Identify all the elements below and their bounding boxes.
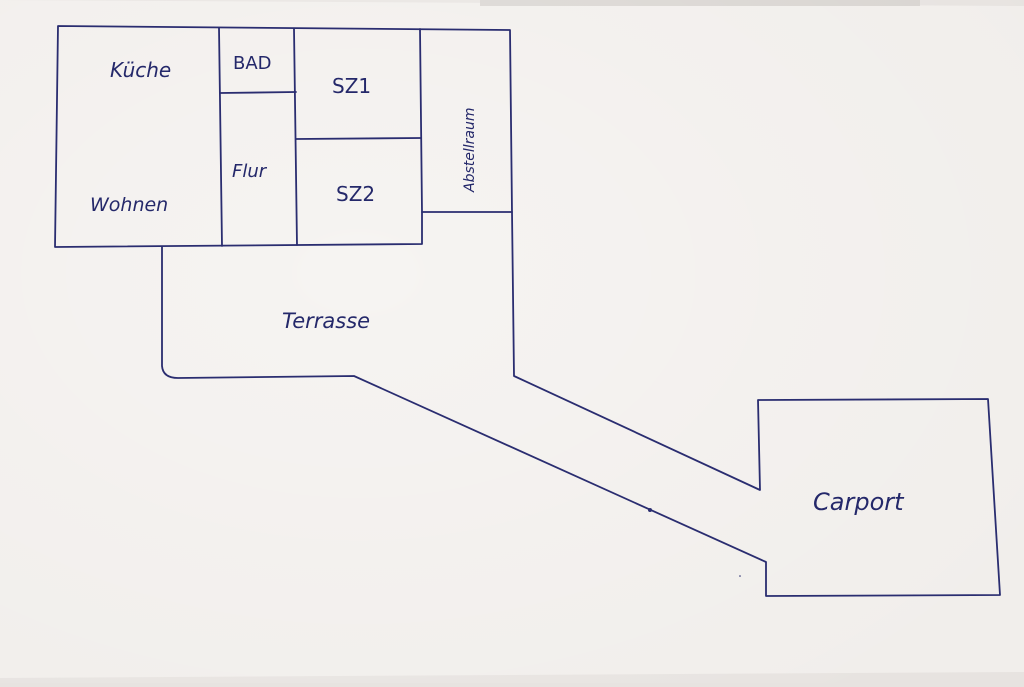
wall-kueche-bad [218, 27, 223, 247]
room-label-kueche: Küche [110, 58, 171, 82]
room-label-abstellraum: Abstellraum [462, 108, 478, 194]
wall-bad-flur [219, 91, 297, 94]
room-label-terrasse: Terrasse [282, 309, 370, 333]
room-label-wohnen: Wohnen [90, 194, 168, 216]
pen-dot [739, 575, 741, 577]
room-label-sz1: SZ1 [332, 74, 371, 98]
room-label-flur: Flur [232, 161, 268, 182]
wall-sz1-sz2 [295, 137, 422, 140]
room-label-bad: BAD [233, 53, 272, 74]
pen-mark [648, 508, 652, 512]
wall-sz-abstellraum [419, 28, 423, 213]
room-label-sz2: SZ2 [336, 182, 375, 206]
room-label-carport: Carport [813, 488, 905, 516]
terrace-outline [161, 211, 1001, 597]
wall-flur-sz [293, 28, 298, 246]
